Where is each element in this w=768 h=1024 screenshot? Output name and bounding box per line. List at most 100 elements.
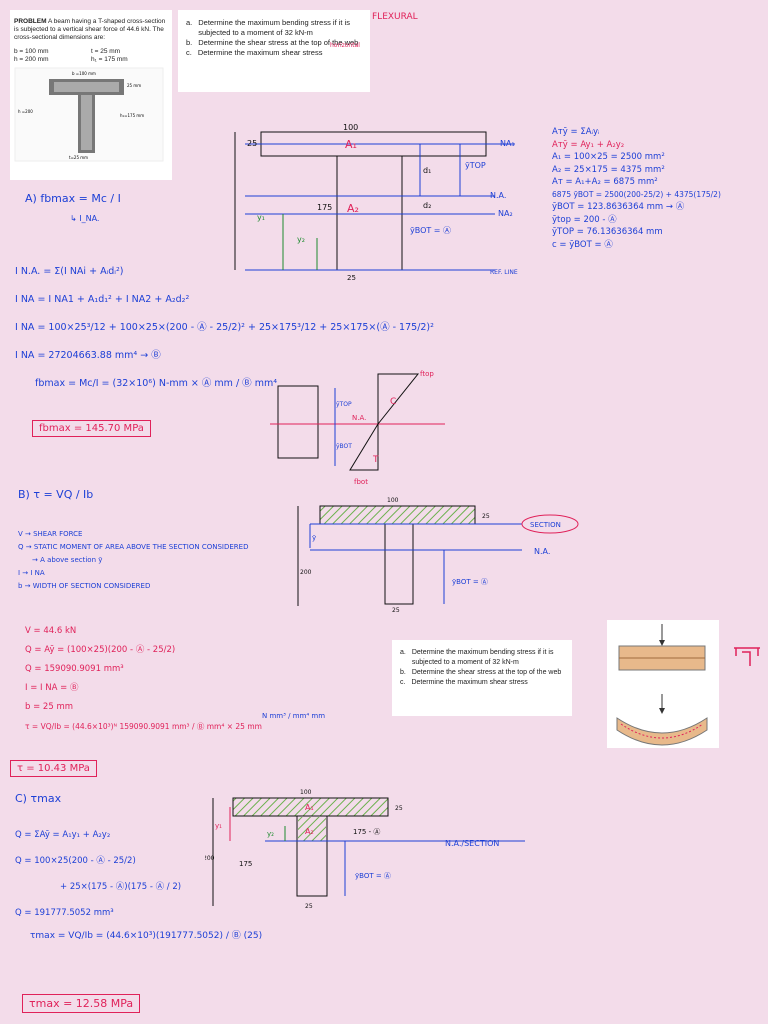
def-line: I → I NA	[18, 569, 45, 577]
svg-text:b =100 mm: b =100 mm	[72, 71, 96, 76]
svg-text:200: 200	[300, 569, 312, 576]
svg-text:175: 175	[239, 860, 252, 868]
svg-text:ȳBOT: ȳBOT	[336, 443, 352, 450]
def-line: Q → STATIC MOMENT OF AREA ABOVE THE SECT…	[18, 543, 249, 551]
part-c-formula: τmax = VQ/Ib = (44.6×10³)(191777.5052) /…	[30, 931, 263, 941]
svg-text:100: 100	[300, 789, 312, 796]
stress-distribution-diagram: ftop C T fbot N.A. ȳTOP ȳBOT	[270, 370, 445, 486]
calc-line: ȳTOP = 76.13636364 mm	[552, 227, 663, 237]
stress-line: fbmax = Mc/I = (32×10⁶) N-mm × Ⓐ mm / Ⓑ …	[35, 378, 278, 389]
def-line: V → SHEAR FORCE	[18, 530, 83, 538]
svg-text:NA₂: NA₂	[498, 209, 513, 218]
svg-text:h₁=175 mm: h₁=175 mm	[120, 113, 144, 118]
question-b: b.Determine the shear stress at the top …	[400, 669, 562, 676]
svg-text:SECTION: SECTION	[530, 521, 561, 529]
svg-text:A₂: A₂	[347, 202, 359, 215]
svg-text:175 - Ⓐ: 175 - Ⓐ	[353, 828, 380, 836]
inertia-line: I NA = 100×25³/12 + 100×25×(200 - Ⓐ - 25…	[15, 322, 434, 333]
svg-text:25: 25	[482, 513, 490, 520]
svg-text:NA₁: NA₁	[500, 139, 515, 148]
svg-text:ȳTOP: ȳTOP	[336, 401, 352, 408]
question-c: c.Determine the maximum shear stress	[400, 679, 528, 686]
part-c-result: τmax = 12.58 MPa	[22, 994, 141, 1013]
calc-line: Q = 100×25(200 - Ⓐ - 25/2)	[15, 856, 136, 866]
calc-line: ȳBOT = 123.8636364 mm → Ⓐ	[552, 202, 685, 212]
svg-text:ȳBOT = Ⓐ: ȳBOT = Ⓐ	[355, 872, 391, 880]
part-c-label: C) τmax	[15, 792, 62, 805]
horizontal-note: horizontal	[330, 42, 360, 49]
svg-text:ȳ: ȳ	[312, 534, 316, 542]
question-c: c.Determine the maximum shear stress	[186, 48, 323, 57]
def-line: b → WIDTH OF SECTION CONSIDERED	[18, 582, 151, 590]
t-section-figure: b =100 mm 25 mm h =200 h₁=175 mm t=25 mm	[14, 67, 164, 162]
calc-line: Q = ΣAȳ = A₁y₁ + A₂y₂	[15, 830, 111, 840]
part-a-result: fbmax = 145.70 MPa	[32, 420, 151, 437]
part-b-defs: V → SHEAR FORCE Q → STATIC MOMENT OF ARE…	[18, 528, 298, 593]
calc-line: τ = VQ/Ib = (44.6×10³)ᴺ 159090.9091 mm³ …	[25, 722, 262, 731]
problem-card: PROBLEM A beam having a T-shaped cross-s…	[10, 10, 172, 180]
calc-line: Aᴛ = A₁+A₂ = 6875 mm²	[552, 177, 658, 187]
svg-text:y₂: y₂	[297, 235, 305, 244]
calc-line: Aᴛȳ = ΣAᵢyᵢ	[552, 127, 600, 137]
part-a-lines: I N.A. = Σ(I NAi + Aᵢdᵢ²) I NA = I NA1 +…	[15, 258, 535, 398]
svg-text:N.A.: N.A.	[352, 414, 366, 422]
svg-text:ftop: ftop	[420, 370, 434, 378]
inertia-line: I N.A. = Σ(I NAi + Aᵢdᵢ²)	[15, 266, 124, 277]
svg-text:ȳBOT = Ⓐ: ȳBOT = Ⓐ	[410, 226, 451, 235]
def-line: → A above section ȳ	[32, 556, 103, 564]
t-sketch-icon	[734, 647, 760, 666]
calc-line: c = ȳBOT = Ⓐ	[552, 239, 613, 250]
flexural-note: FLEXURAL	[372, 12, 418, 22]
svg-text:A₁: A₁	[305, 803, 314, 812]
question-b: b.Determine the shear stress at the top …	[186, 38, 359, 47]
question-a: a.Determine the maximum bending stress i…	[400, 649, 554, 666]
calc-line: b = 25 mm	[25, 702, 73, 712]
svg-text:25: 25	[305, 903, 313, 910]
svg-text:y₁: y₁	[257, 213, 265, 222]
svg-text:200: 200	[205, 855, 215, 862]
part-b-result: τ = 10.43 MPa	[10, 760, 97, 777]
svg-text:25: 25	[347, 274, 356, 282]
problem-dims: b = 100 mm t = 25 mm h = 200 mm h₁ = 175…	[14, 48, 168, 64]
svg-text:REF. LINE: REF. LINE	[490, 269, 518, 276]
calc-line: ȳtop = 200 - Ⓐ	[552, 214, 617, 225]
problem-text: A beam having a T-shaped cross-section i…	[14, 18, 166, 41]
svg-text:T: T	[372, 455, 379, 465]
calc-line: A₁ = 100×25 = 2500 mm²	[552, 152, 665, 162]
part-a-label: A) fbmax = Mc / I	[25, 192, 121, 205]
svg-text:N.A.: N.A.	[490, 191, 506, 200]
svg-text:C: C	[390, 397, 396, 407]
svg-text:25: 25	[395, 805, 403, 812]
svg-text:100: 100	[343, 123, 358, 132]
beam-illustration	[607, 620, 719, 748]
svg-text:A₁: A₁	[345, 138, 357, 151]
calc-line: + 25×(175 - Ⓐ)(175 - Ⓐ / 2)	[60, 882, 182, 892]
questions-card-top: a.Determine the maximum bending stress i…	[178, 10, 370, 92]
svg-text:y₂: y₂	[267, 830, 274, 838]
calc-line: A₂ = 25×175 = 4375 mm²	[552, 164, 665, 175]
svg-text:N.A.: N.A.	[534, 547, 550, 556]
part-b-unit-note: N mm³ / mm⁴ mm	[262, 712, 326, 720]
problem-heading: PROBLEM	[14, 18, 47, 25]
part-b-calc: V = 44.6 kN Q = Aȳ = (100×25)(200 - Ⓐ - …	[25, 622, 325, 736]
svg-text:175: 175	[317, 203, 332, 212]
calc-line: Q = 159090.9091 mm³	[25, 664, 124, 674]
svg-text:25: 25	[392, 607, 400, 612]
svg-text:100: 100	[387, 497, 399, 504]
question-a: a.Determine the maximum bending stress i…	[186, 18, 350, 37]
calc-line: Q = 191777.5052 mm³	[15, 908, 114, 918]
inertia-line: I NA = I NA1 + A₁d₁² + I NA2 + A₂d₂²	[15, 294, 190, 305]
calc-line: Q = Aȳ = (100×25)(200 - Ⓐ - 25/2)	[25, 645, 176, 655]
part-a-ina-note: ↳ I_NA.	[70, 214, 100, 223]
dim-h: h = 200 mm	[14, 56, 49, 63]
calc-line: V = 44.6 kN	[25, 626, 77, 636]
svg-text:25 mm: 25 mm	[127, 83, 141, 88]
section-diagram-b: 100 25 200 25 SECTION N.A. ȳ ȳBOT = Ⓐ	[297, 497, 579, 612]
svg-text:N.A./SECTION: N.A./SECTION	[445, 839, 499, 848]
svg-text:fbot: fbot	[354, 478, 368, 486]
part-c-calc: Q = ΣAȳ = A₁y₁ + A₂y₂ Q = 100×25(200 - Ⓐ…	[15, 822, 225, 926]
calc-line: 6875 ȳBOT = 2500(200-25/2) + 4375(175/2)	[552, 189, 721, 199]
inertia-line: I NA = 27204663.88 mm⁴ → Ⓑ	[15, 350, 161, 361]
svg-text:25: 25	[247, 139, 257, 148]
section-diagram-c: 100 25 200 175 25 A₁ A₂ y₁ y₂ 175 - Ⓐ N.…	[205, 789, 525, 910]
